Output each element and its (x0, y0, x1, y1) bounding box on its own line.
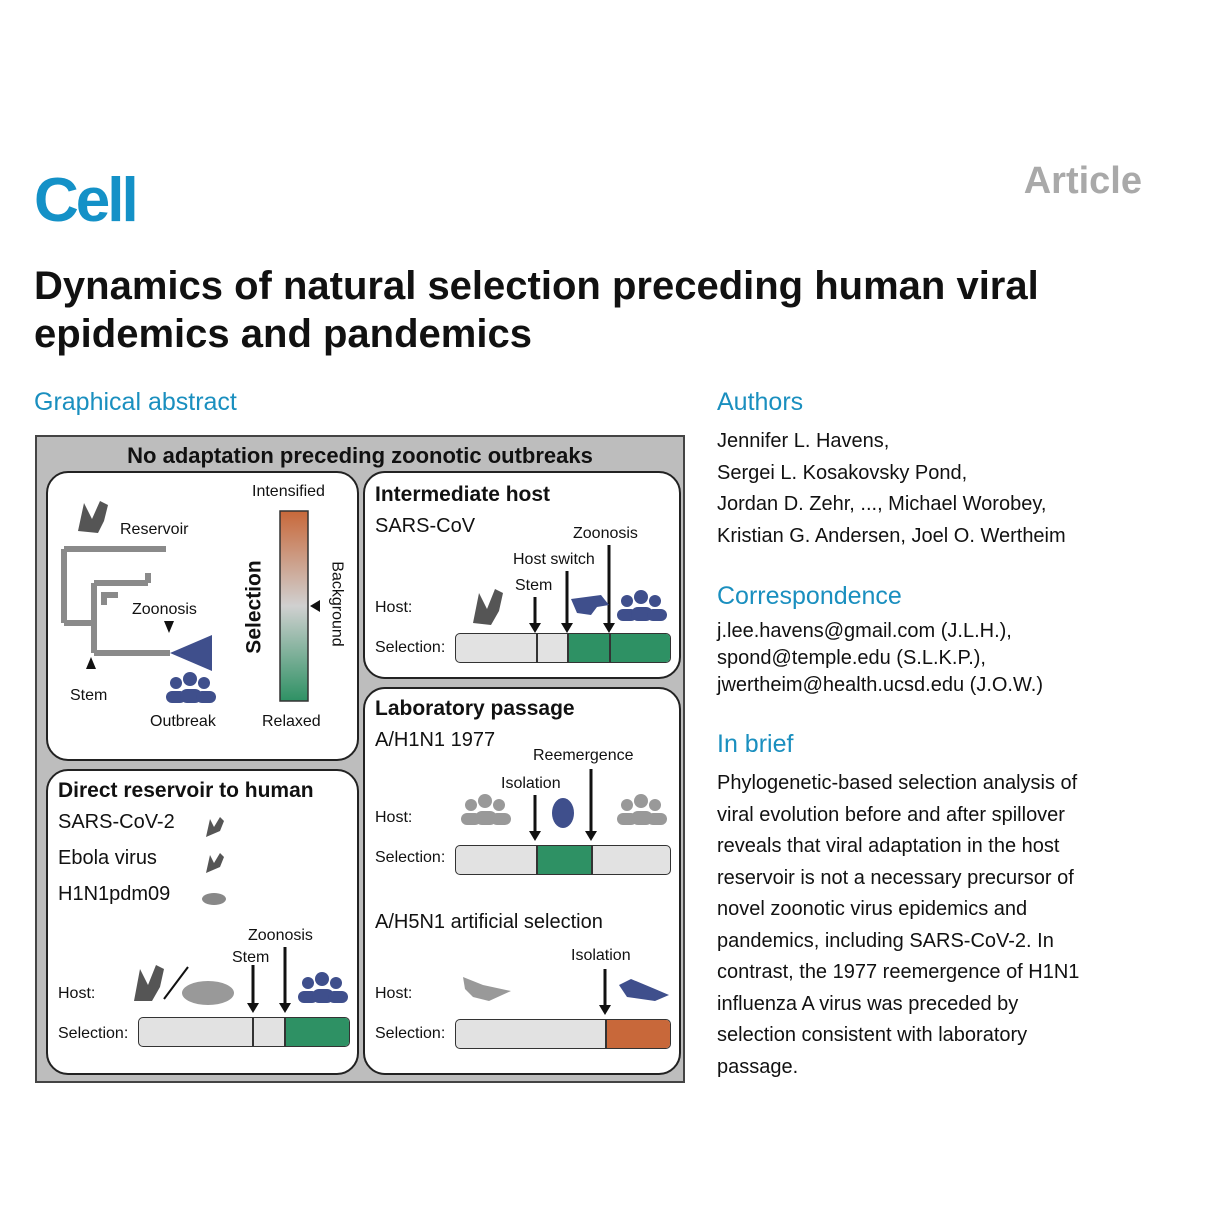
background-marker (310, 600, 320, 612)
selection-label: Selection: (375, 849, 446, 866)
figure-heading: No adaptation preceding zoonotic outbrea… (127, 443, 593, 468)
people-icon-gray (461, 794, 511, 825)
authors-label: Authors (717, 388, 804, 416)
article-type: Article (1023, 160, 1142, 202)
tree-panel: Reservoir Zoonosis Stem Outbreak Intensi… (46, 471, 359, 761)
laboratory-passage-panel: Laboratory passage A/H1N1 1977 Reemergen… (363, 687, 681, 1075)
email-link[interactable]: j.lee.havens@gmail.com (J.L.H.), (717, 620, 1012, 642)
selection-bar-2 (455, 1019, 671, 1049)
outbreak-label: Outbreak (150, 713, 216, 730)
brief-line: reservoir is not a necessary precursor o… (717, 866, 1074, 889)
email-link[interactable]: spond@temple.edu (S.L.K.P.), (717, 647, 986, 669)
host-label: Host: (58, 985, 96, 1002)
author-line: Kristian G. Andersen, Joel O. Wertheim (717, 524, 1066, 547)
bird-icon (463, 977, 511, 1001)
selection-bar (455, 633, 671, 663)
people-icon (298, 972, 348, 1003)
people-icon-gray-2 (617, 794, 667, 825)
background-label: Background (328, 561, 346, 647)
tree-inner (101, 592, 118, 605)
author-line: Jennifer L. Havens, (717, 430, 890, 452)
egg-icon (552, 798, 574, 828)
in-brief-label: In brief (717, 730, 794, 758)
isolation-label: Isolation (501, 775, 561, 792)
pig-icon-small (202, 893, 226, 905)
virus-1: Ebola virus (58, 847, 157, 869)
journal-logo: Cell (34, 166, 139, 235)
people-icon (166, 672, 216, 703)
email-link[interactable]: jwertheim@health.ucsd.edu (J.O.W.) (717, 674, 1043, 696)
relaxed-label: Relaxed (262, 713, 321, 730)
virus-2: H1N1pdm09 (58, 883, 171, 905)
brief-line: influenza A virus was preceded by (717, 992, 1019, 1015)
host-label: Host: (375, 599, 413, 616)
phylogeny-diagram (61, 501, 320, 703)
panel-title: Direct reservoir to human (58, 779, 314, 802)
panel-title: Laboratory passage (375, 697, 575, 720)
graphical-abstract-label: Graphical abstract (34, 388, 237, 416)
bat-icon (473, 589, 503, 625)
stem-label: Stem (70, 687, 108, 704)
slash-line (163, 966, 189, 1000)
tree-branches (61, 546, 170, 656)
article-title: Dynamics of natural selection preceding … (34, 264, 1039, 356)
bat-icon-small-2 (206, 853, 224, 873)
stem-marker (86, 657, 96, 669)
intermediate-host-panel: Intermediate host SARS-CoV Zoonosis Host… (363, 471, 681, 679)
brief-line: Phylogenetic-based selection analysis of (717, 772, 1078, 794)
isolation2-label: Isolation (571, 947, 631, 964)
intermediate-icons (473, 545, 667, 633)
ferret-icon (619, 979, 669, 1001)
bat-icon (78, 501, 108, 533)
selection-bar (138, 1017, 350, 1047)
zoonosis-marker (164, 621, 174, 633)
outbreak-clade (170, 635, 212, 671)
bat-icon-small (206, 817, 224, 837)
selection-label: Selection: (58, 1025, 129, 1042)
correspondence-list: j.lee.havens@gmail.com (J.L.H.), spond@t… (717, 618, 1043, 699)
correspondence-label: Correspondence (717, 582, 902, 610)
bat-icon (134, 965, 164, 1001)
reservoir-label: Reservoir (120, 521, 189, 538)
lab-icons (461, 769, 669, 1015)
author-line: Sergei L. Kosakovsky Pond, (717, 461, 968, 484)
virus-label: A/H1N1 1977 (375, 729, 496, 751)
zoonosis-label: Zoonosis (248, 927, 313, 944)
pig-icon (182, 981, 234, 1005)
civet-icon (571, 595, 609, 615)
virus-0: SARS-CoV-2 (58, 811, 175, 833)
stem-label: Stem (232, 949, 270, 966)
author-line: Jordan D. Zehr, ..., Michael Worobey, (717, 493, 1047, 515)
virus2-label: A/H5N1 artificial selection (375, 911, 603, 933)
selection-label: Selection: (375, 639, 446, 656)
in-brief-text: Phylogenetic-based selection analysis of… (717, 768, 1079, 1083)
zoonosis-label: Zoonosis (132, 601, 197, 618)
people-icon (617, 590, 667, 621)
brief-line: selection consistent with laboratory (717, 1024, 1028, 1046)
graphical-abstract-figure: No adaptation preceding zoonotic outbrea… (35, 435, 685, 1083)
panel-title: Intermediate host (375, 483, 551, 506)
zoonosis-label: Zoonosis (573, 525, 638, 542)
selection-gradient (279, 510, 309, 702)
selection2-label: Selection: (375, 1025, 446, 1042)
brief-line: reveals that viral adaptation in the hos… (717, 835, 1060, 857)
brief-line: contrast, the 1977 reemergence of H1N1 (717, 961, 1080, 983)
direct-reservoir-panel: Direct reservoir to human SARS-CoV-2 Ebo… (46, 769, 359, 1075)
intensified-label: Intensified (252, 483, 325, 500)
brief-line: viral evolution before and after spillov… (717, 803, 1065, 826)
brief-line: pandemics, including SARS-CoV-2. In (717, 929, 1054, 952)
brief-line: novel zoonotic virus epidemics and (717, 898, 1028, 920)
stem-label: Stem (515, 577, 553, 594)
brief-line: passage. (717, 1055, 799, 1078)
host-switch-label: Host switch (513, 551, 595, 568)
selection-bar-1 (455, 845, 671, 875)
reemergence-label: Reemergence (533, 747, 634, 764)
authors-list: Jennifer L. Havens, Sergei L. Kosakovsky… (717, 426, 1066, 552)
host2-label: Host: (375, 985, 413, 1002)
direct-icons (134, 817, 348, 1013)
host-label: Host: (375, 809, 413, 826)
virus-label: SARS-CoV (375, 515, 476, 537)
selection-axis-label: Selection (242, 560, 266, 654)
